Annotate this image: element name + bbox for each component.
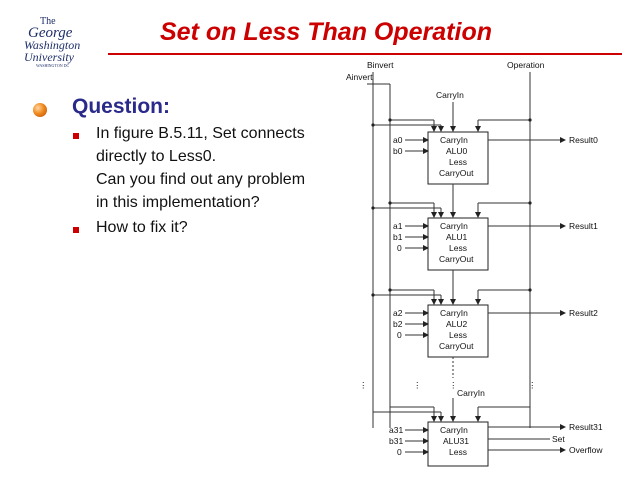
logo-line-3: Washington [24,38,80,52]
alu1-carryin: CarryIn [440,221,468,231]
alu2-less: Less [449,330,467,340]
title-rule [108,53,622,55]
logo-line-2: George [28,25,73,41]
question-heading: Question: [72,95,170,118]
bullet-orb-icon [33,103,47,117]
alu1-name: ALU1 [446,232,468,242]
alu2-carryout: CarryOut [439,341,474,351]
ellipsis-dots: ⋮ [528,380,537,390]
binvert-label: Binvert [367,60,394,70]
alu2-block: CarryIn ALU2 Less CarryOut a2 b2 0 Resul… [373,289,598,358]
alu1-result: Result1 [569,221,598,231]
slide-title: Set on Less Than Operation [160,18,492,46]
carryin-top-label: CarryIn [436,90,464,100]
alu2-a: a2 [393,308,403,318]
alu1-b: b1 [393,232,403,242]
alu31-b: b31 [389,436,403,446]
bullet1-line2: directly to Less0. [96,148,217,165]
gwu-logo: The George Washington University WASHING… [22,14,102,68]
carryin-gap-label: CarryIn [457,388,485,398]
square-bullet-icon [73,133,79,139]
alu2-less-zero: 0 [397,330,402,340]
alu1-less-zero: 0 [397,243,402,253]
bullet1-line3: Can you find out any problem [96,171,306,188]
alu0-a: a0 [393,135,403,145]
ellipsis-dots: ⋮ [413,380,422,390]
ellipsis-dots: ⋮ [359,380,368,390]
alu31-result: Result31 [569,422,603,432]
bullet1-line4: in this implementation? [96,194,260,211]
alu2-carryin: CarryIn [440,308,468,318]
alu-diagram: Binvert Ainvert Operation CarryIn CarryI… [345,58,630,470]
alu0-carryin: CarryIn [440,135,468,145]
alu2-result: Result2 [569,308,598,318]
logo-line-5: WASHINGTON DC [36,63,69,68]
overflow-label: Overflow [569,445,603,455]
alu0-name: ALU0 [446,146,468,156]
square-bullet-icon [73,227,79,233]
alu31-less: Less [449,447,467,457]
alu1-carryout: CarryOut [439,254,474,264]
alu0-less: Less [449,157,467,167]
alu1-less: Less [449,243,467,253]
alu0-b: b0 [393,146,403,156]
alu1-block: CarryIn ALU1 Less CarryOut a1 b1 0 Resul… [373,202,598,271]
logo-line-4: University [24,50,75,64]
alu31-carryin: CarryIn [440,425,468,435]
alu0-carryout: CarryOut [439,168,474,178]
alu1-a: a1 [393,221,403,231]
alu0-result: Result0 [569,135,598,145]
set-label: Set [552,434,565,444]
logo-line-1: The [40,16,56,27]
alu2-name: ALU2 [446,319,468,329]
bullet1-line1: In figure B.5.11, Set connects [96,125,305,142]
ainvert-label: Ainvert [346,72,373,82]
alu2-b: b2 [393,319,403,329]
alu31-less-zero: 0 [397,447,402,457]
alu31-a: a31 [389,425,403,435]
bullet2-text: How to fix it? [96,219,188,236]
alu31-name: ALU31 [443,436,469,446]
ellipsis-dots: ⋮ [449,380,458,390]
alu0-block: CarryIn ALU0 Less CarryOut a0 b0 Result0 [373,119,598,185]
alu31-block: CarryIn ALU31 Less a31 b31 0 Result31 Se… [373,406,603,467]
operation-label: Operation [507,60,545,70]
